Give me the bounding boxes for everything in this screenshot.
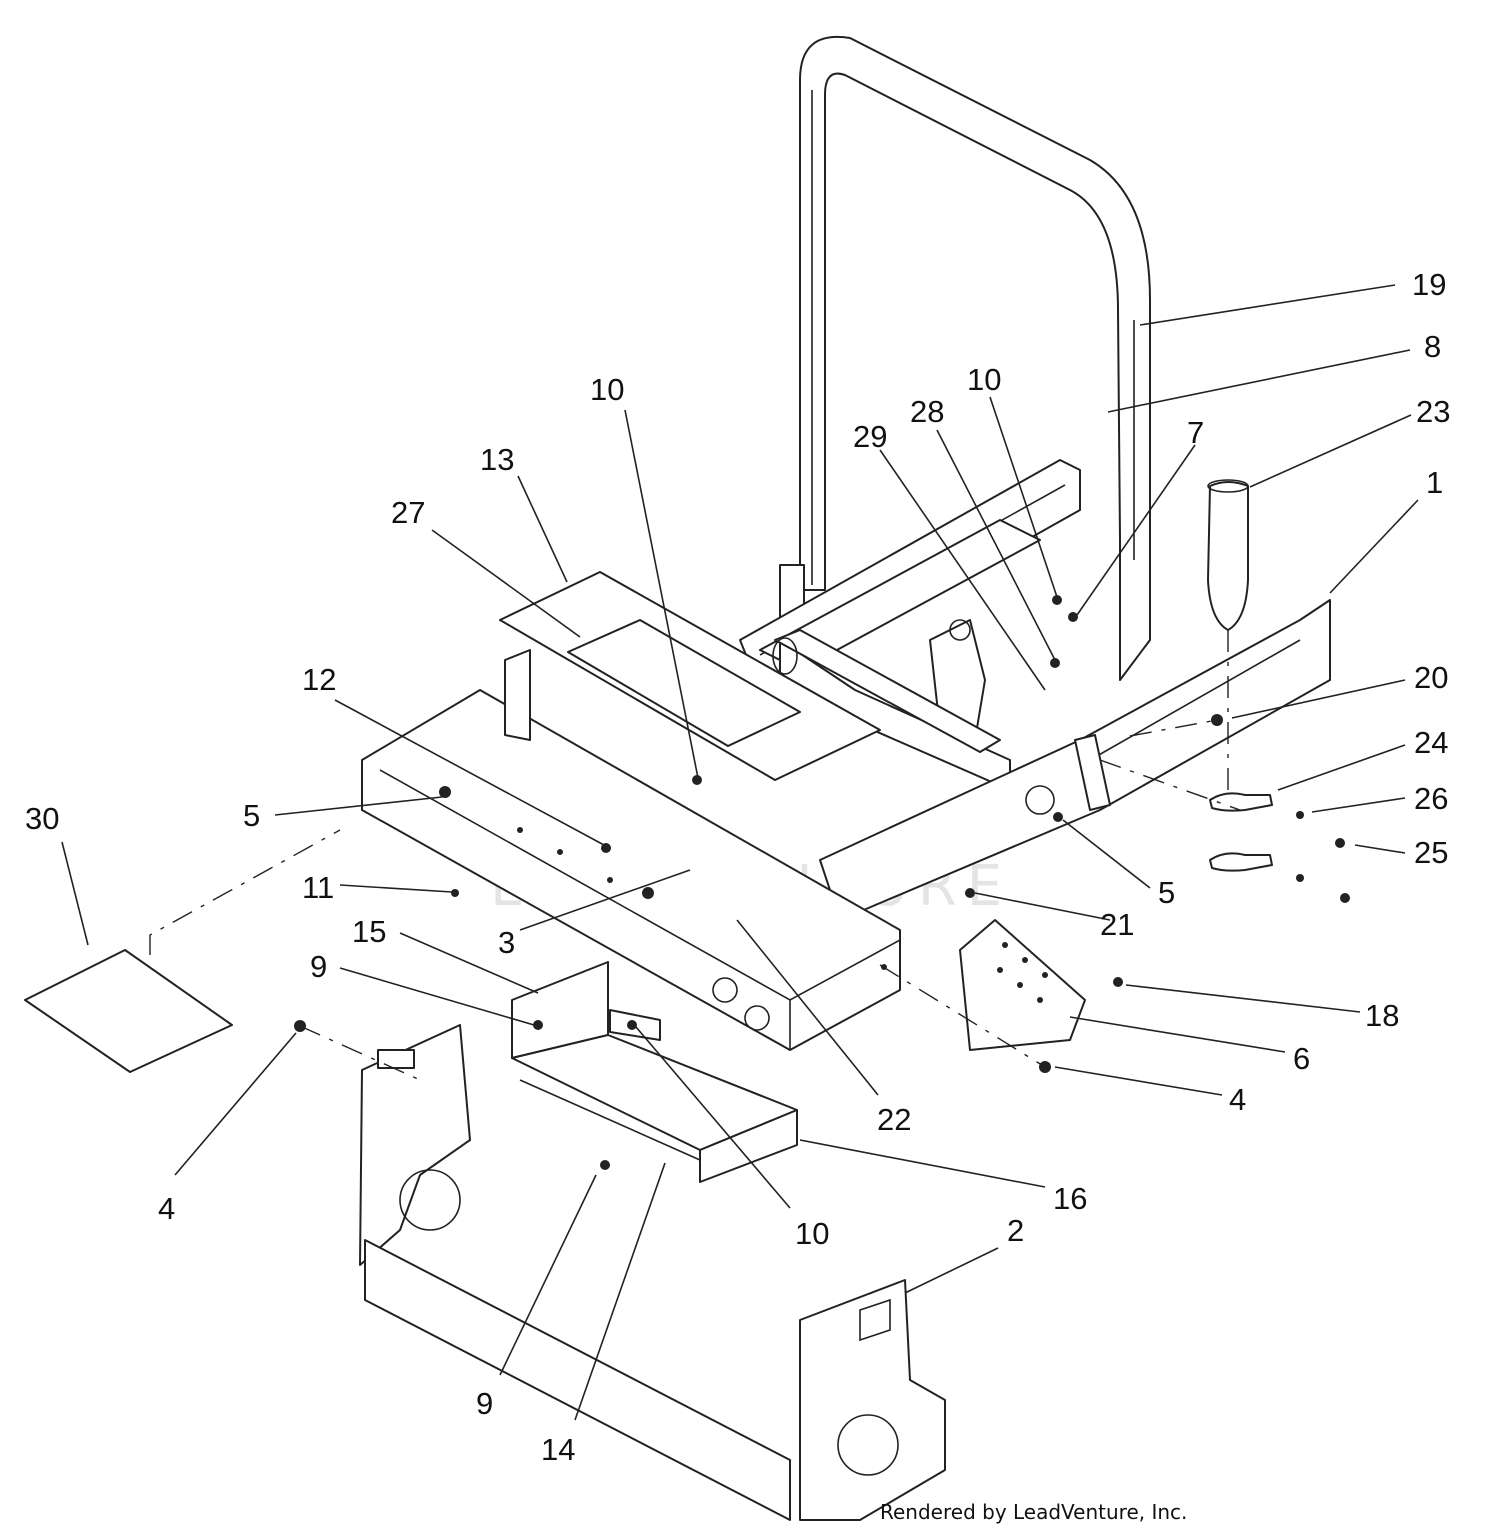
front-frame-tube [361,689,901,1051]
callout-2: 2 [1007,1213,1024,1248]
callout-7: 7 [1187,415,1204,450]
callout-10-top-right: 10 [967,362,1001,397]
callout-labels: 19 8 23 1 20 24 26 25 10 10 28 29 7 13 2… [25,267,1450,1467]
callout-22: 22 [877,1102,911,1137]
callout-29: 29 [853,419,887,454]
callout-3: 3 [498,925,515,960]
render-credit: Rendered by LeadVenture, Inc. [880,1500,1188,1524]
seat-mount-plate [499,571,881,781]
callout-30: 30 [25,801,59,836]
leader-lines [61,284,1419,1421]
callout-6: 6 [1293,1041,1310,1076]
callout-5-right: 5 [1158,875,1175,910]
callout-8: 8 [1424,329,1441,364]
callout-24: 24 [1414,725,1448,760]
footrest-plate [959,919,1086,1051]
callout-10-top-left: 10 [590,372,624,407]
callout-26: 26 [1414,781,1448,816]
rear-frame-weldment [359,1024,946,1521]
callout-1: 1 [1426,465,1443,500]
battery-tray [511,961,798,1183]
callout-4-left: 4 [158,1191,175,1226]
callout-25: 25 [1414,835,1448,870]
callout-13: 13 [480,442,514,477]
hardware-fasteners [294,595,1350,1170]
rops-roll-bar [779,35,1151,681]
callout-15: 15 [352,914,386,949]
clamp-brackets [1209,792,1273,872]
callout-9-lower: 9 [476,1386,493,1421]
callout-16: 16 [1053,1181,1087,1216]
callout-18: 18 [1365,998,1399,1033]
callout-23: 23 [1416,394,1450,429]
callout-10-lower: 10 [795,1216,829,1251]
callout-11: 11 [302,870,334,905]
cross-tube [772,629,1001,753]
cup-holder [1207,479,1249,631]
callout-9-upper: 9 [310,949,327,984]
callout-5-left: 5 [243,798,260,833]
callout-21: 21 [1100,907,1134,942]
callout-20: 20 [1414,660,1448,695]
callout-12: 12 [302,662,336,697]
callout-19: 19 [1412,267,1446,302]
callout-14: 14 [541,1432,575,1467]
decal-sheet [24,949,233,1073]
callout-4-right: 4 [1229,1082,1246,1117]
main-frame-rail [819,599,1331,921]
callout-27: 27 [391,495,425,530]
callout-28: 28 [910,394,944,429]
assembly-lines [149,630,1241,1081]
